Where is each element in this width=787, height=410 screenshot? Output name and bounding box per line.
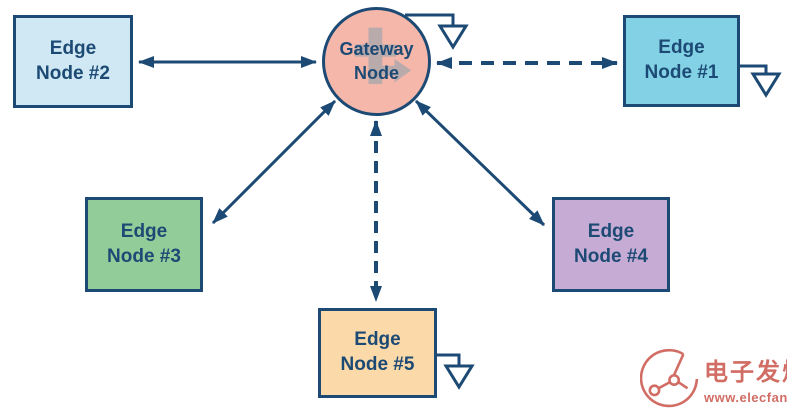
edge-node-4-box: Edge Node #4: [552, 197, 670, 292]
edge-node-4-label-line1: Edge: [587, 220, 635, 242]
edge-node-5-antenna-icon: [437, 353, 475, 390]
edge-node-3-box: Edge Node #3: [85, 197, 203, 292]
elecfans-logo-icon: [640, 348, 699, 408]
edge-node-3-label-line2: Node #3: [107, 245, 181, 267]
edge-node-2-box: Edge Node #2: [13, 15, 133, 108]
connection-gateway-edge4-solid-arrow: [414, 99, 546, 227]
edge-node-1-antenna-icon: [740, 64, 782, 98]
edge-node-1-label-line1: Edge: [658, 37, 705, 59]
edge-node-1-label-line2: Node #1: [644, 62, 719, 83]
edge-node-5-label-line1: Edge: [354, 329, 401, 351]
connection-gateway-edge3-solid-arrow: [211, 99, 337, 225]
gateway-node-label-line1: Gateway: [339, 39, 414, 60]
edge-node-5-box: Edge Node #5: [318, 308, 437, 398]
gateway-node-label-line2: Node: [354, 62, 399, 83]
edge-node-5-label-line2: Node #5: [340, 354, 415, 375]
edge-node-2-label-line1: Edge: [49, 37, 97, 59]
watermark-site-name: 电子发烧友: [704, 359, 787, 386]
edge-node-2-label-line2: Node #2: [36, 62, 110, 84]
router-icon: [355, 27, 412, 85]
watermark: 电子发烧友 www.elecfans.com: [640, 338, 787, 410]
edge-node-3-label-line1: Edge: [120, 220, 168, 242]
gateway-node-circle: Gateway Node: [322, 7, 431, 116]
watermark-site-url: www.elecfans.com: [704, 390, 787, 405]
edge-node-1-box: Edge Node #1: [623, 15, 740, 107]
edge-node-4-label-line2: Node #4: [574, 245, 648, 267]
